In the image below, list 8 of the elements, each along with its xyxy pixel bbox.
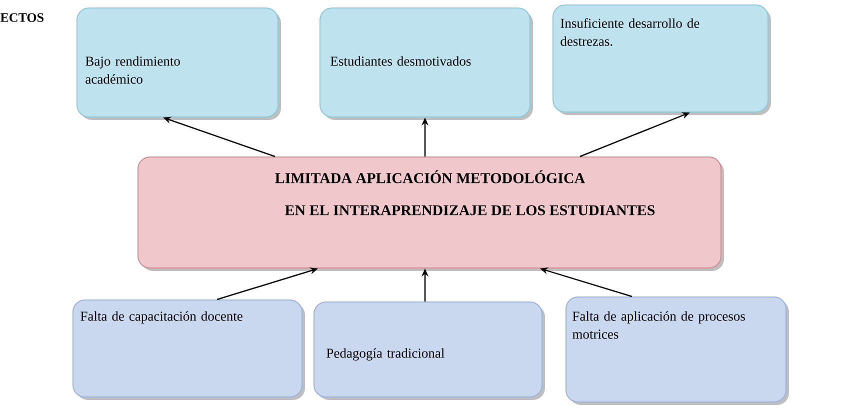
cause-box: Falta de aplicación de procesos motrices [566,296,789,405]
cause-box: Falta de capacitación docente [72,300,305,400]
cause-box: Pedagogía tradicional [314,302,545,400]
effect-box: Insuficiente desarrollo de destrezas. [552,4,771,115]
effect-box: Estudiantes desmotivados [320,8,533,120]
heading: ECTOS [0,13,44,22]
problem-box: LIMITADA APLICACIÓN METODOLÓGICA EN EL INTERAPRENDIZAJE DE LOS ESTUDIANTES [138,156,724,271]
effect-box: Bajo rendimiento académico [76,8,281,120]
